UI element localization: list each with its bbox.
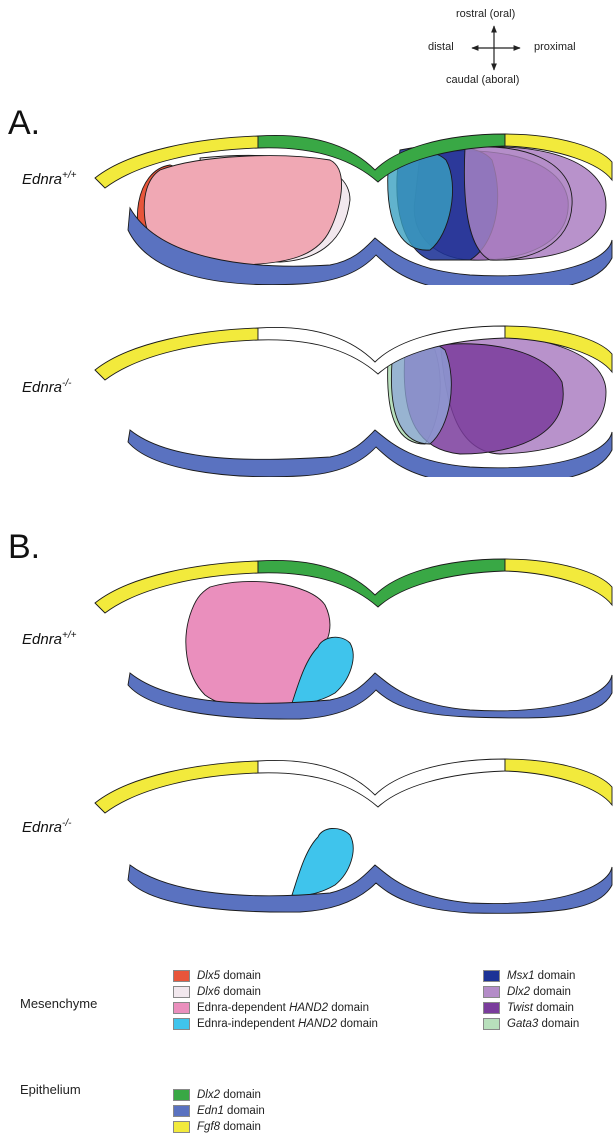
legend-mesenchyme-left: Dlx5 domain Dlx6 domain Ednra-dependent …	[173, 968, 378, 1032]
legend-swatch	[173, 1121, 190, 1133]
legend-swatch	[483, 1018, 500, 1030]
legend-item: Dlx2 domain	[483, 984, 579, 1000]
legend-item: Dlx6 domain	[173, 984, 378, 1000]
legend-item: Twist domain	[483, 1000, 579, 1016]
legend-mesenchyme-right: Msx1 domain Dlx2 domain Twist domain Gat…	[483, 968, 579, 1032]
legend-item: Edn1 domain	[173, 1103, 265, 1119]
legend-label: Dlx2 domain	[197, 1089, 261, 1101]
legend-label: Msx1 domain	[507, 970, 575, 982]
epithelium-heading: Epithelium	[20, 1082, 81, 1097]
legend-label: Dlx5 domain	[197, 970, 261, 982]
legend-item: Gata3 domain	[483, 1016, 579, 1032]
proximal-label: proximal	[534, 41, 576, 53]
legend-swatch	[483, 1002, 500, 1014]
legend-item: Dlx2 domain	[173, 1087, 265, 1103]
fgf8-epithelium-right	[505, 559, 612, 605]
edn1-epithelium	[128, 865, 612, 913]
orientation-compass: rostral (oral) distal proximal caudal (a…	[420, 2, 610, 90]
legend-item: Ednra-dependent HAND2 domain	[173, 1000, 378, 1016]
legend-label: Dlx6 domain	[197, 986, 261, 998]
legend-swatch	[173, 1018, 190, 1030]
fgf8-epithelium-right	[505, 759, 612, 805]
legend-item: Msx1 domain	[483, 968, 579, 984]
legend-item: Ednra-independent HAND2 domain	[173, 1016, 378, 1032]
legend-label: Gata3 domain	[507, 1018, 579, 1030]
legend-swatch	[483, 970, 500, 982]
legend-label: Dlx2 domain	[507, 986, 571, 998]
legend-label: Edn1 domain	[197, 1105, 265, 1117]
fgf8-epithelium-left	[95, 761, 258, 813]
panel-b-wildtype-arch	[0, 545, 615, 720]
legend-swatch	[173, 986, 190, 998]
panel-a-wildtype-arch	[0, 120, 615, 285]
legend-swatch	[483, 986, 500, 998]
hand2-independent-domain	[292, 828, 353, 895]
legend-swatch	[173, 1089, 190, 1101]
legend-label: Ednra-dependent HAND2 domain	[197, 1002, 369, 1014]
legend-swatch	[173, 1002, 190, 1014]
caudal-label: caudal (aboral)	[446, 74, 519, 86]
distal-label: distal	[428, 41, 454, 53]
rostral-label: rostral (oral)	[456, 8, 515, 20]
panel-b-mutant-arch	[0, 745, 615, 915]
legend-swatch	[173, 1105, 190, 1117]
unlabeled-epithelium	[258, 759, 505, 807]
legend-swatch	[173, 970, 190, 982]
legend-item: Fgf8 domain	[173, 1119, 265, 1135]
fgf8-epithelium-left	[95, 328, 258, 380]
legend-label: Twist domain	[507, 1002, 574, 1014]
panel-a-mutant-arch	[0, 312, 615, 477]
legend-epithelium: Dlx2 domain Edn1 domain Fgf8 domain	[173, 1087, 265, 1135]
legend-label: Ednra-independent HAND2 domain	[197, 1018, 378, 1030]
legend-item: Dlx5 domain	[173, 968, 378, 984]
mesenchyme-heading: Mesenchyme	[20, 996, 97, 1011]
legend-label: Fgf8 domain	[197, 1121, 261, 1133]
